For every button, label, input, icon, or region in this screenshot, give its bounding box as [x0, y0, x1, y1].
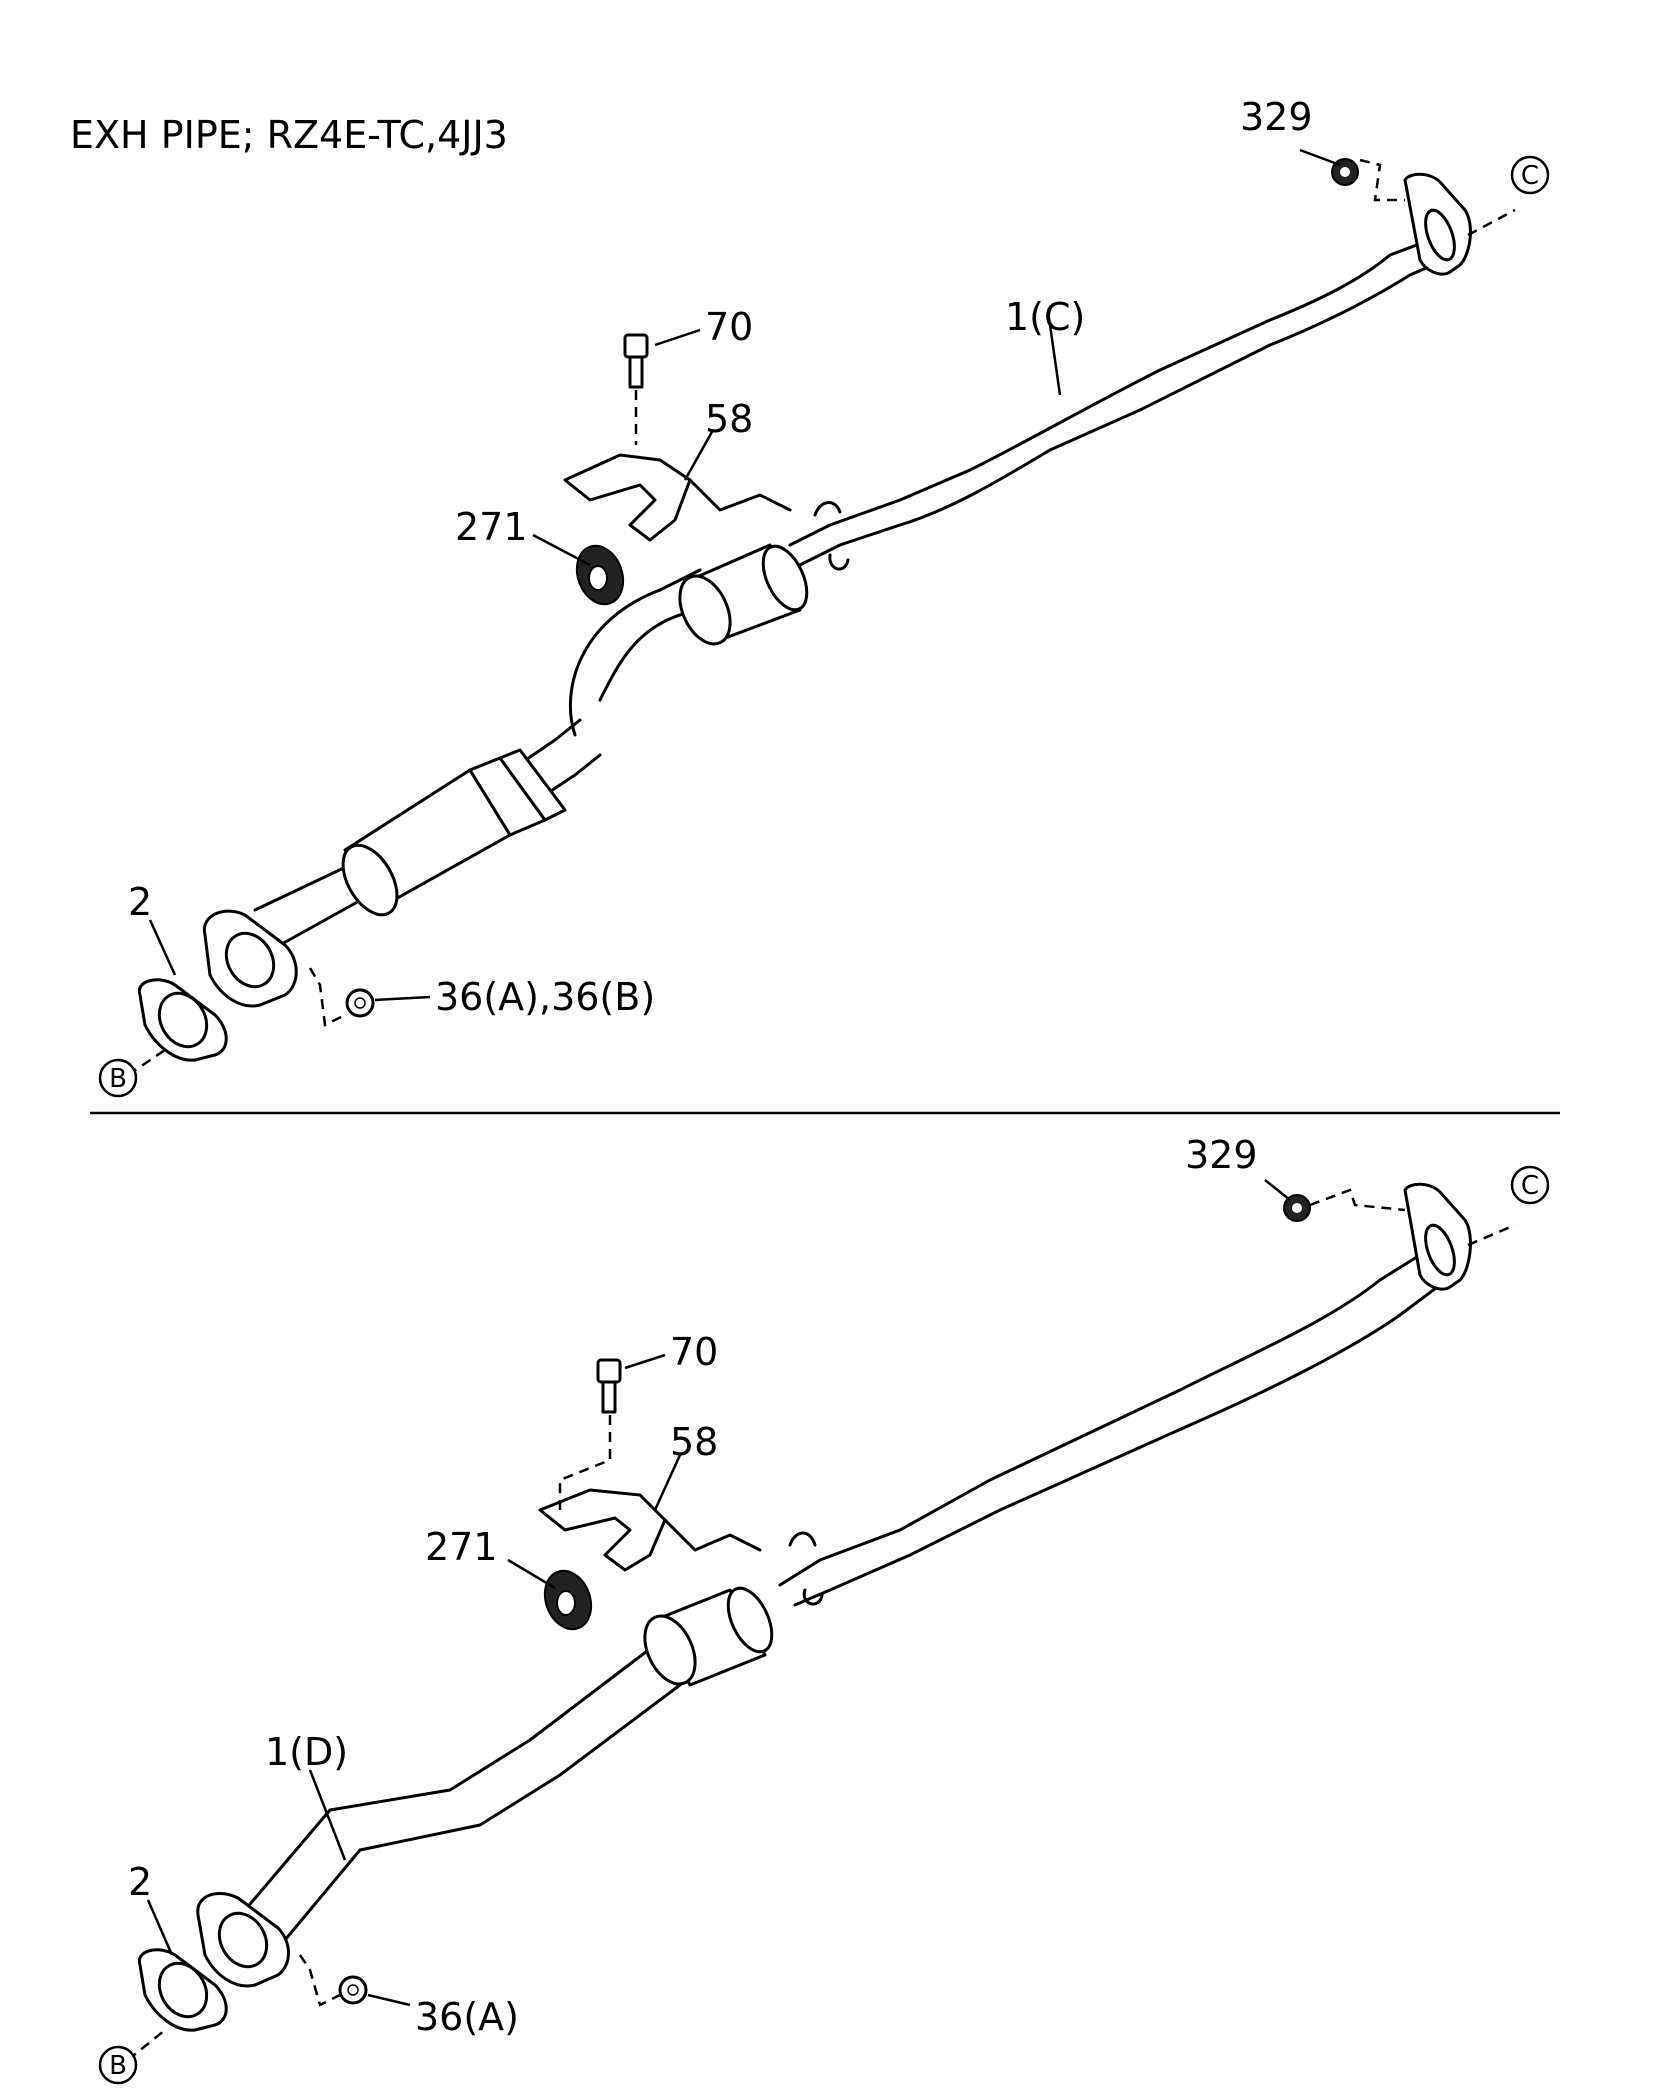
nut-36-bottom: [338, 1975, 368, 2005]
label-70-bottom: 70: [670, 1330, 718, 1374]
catalytic-converter-bottom: [643, 1586, 774, 1687]
bolt-70-top: [623, 333, 649, 389]
label-329-bottom: 329: [1185, 1133, 1258, 1177]
nut-329-bottom: [1283, 1194, 1311, 1222]
label-271-top: 271: [455, 505, 528, 549]
rubber-mount-271-bottom: [543, 1569, 593, 1631]
catalytic-converter-top: [678, 543, 809, 646]
reference-b-top: B: [98, 1058, 138, 1098]
reference-b-bottom-label: B: [109, 2051, 127, 2081]
top-assembly: C B 329 70 1(C) 58 271 2 36(A),36(B): [98, 95, 1550, 1098]
label-2-bottom: 2: [128, 1860, 152, 1904]
reference-c-top: C: [1510, 155, 1550, 195]
label-70-top: 70: [705, 305, 753, 349]
gasket-2-top: [137, 978, 228, 1062]
label-1d-bottom: 1(D): [265, 1730, 348, 1774]
reference-c-top-label: C: [1521, 161, 1539, 191]
bolt-70-bottom: [596, 1358, 622, 1414]
rear-flange-bottom: [1403, 1182, 1472, 1291]
front-flange-bottom: [196, 1892, 290, 1988]
label-36-top: 36(A),36(B): [435, 975, 655, 1019]
label-36-bottom: 36(A): [415, 1995, 519, 2039]
reference-b-bottom: B: [98, 2045, 138, 2085]
gasket-2-bottom: [137, 1948, 228, 2032]
label-329-top: 329: [1240, 95, 1313, 139]
label-2-top: 2: [128, 880, 152, 924]
bracket-58-top: [563, 453, 792, 542]
reference-c-bottom: C: [1510, 1165, 1550, 1205]
rear-flange-top: [1403, 172, 1472, 276]
exhaust-pipe-1d: [243, 1253, 1442, 1942]
bottom-assembly: C B 329 70 58 271 1(D) 2 36(A): [98, 1133, 1550, 2085]
bracket-58-bottom: [538, 1488, 762, 1572]
front-muffler-top: [341, 748, 567, 917]
label-58-bottom: 58: [670, 1420, 718, 1464]
label-271-bottom: 271: [425, 1525, 498, 1569]
front-flange-top: [202, 909, 298, 1008]
reference-b-top-label: B: [109, 1064, 127, 1094]
diagram-title: EXH PIPE; RZ4E-TC,4JJ3: [70, 113, 508, 157]
nut-36-top: [345, 988, 375, 1018]
label-1c-top: 1(C): [1005, 295, 1085, 339]
reference-c-bottom-label: C: [1521, 1171, 1539, 1201]
rubber-mount-271-top: [575, 544, 625, 606]
label-58-top: 58: [705, 397, 753, 441]
